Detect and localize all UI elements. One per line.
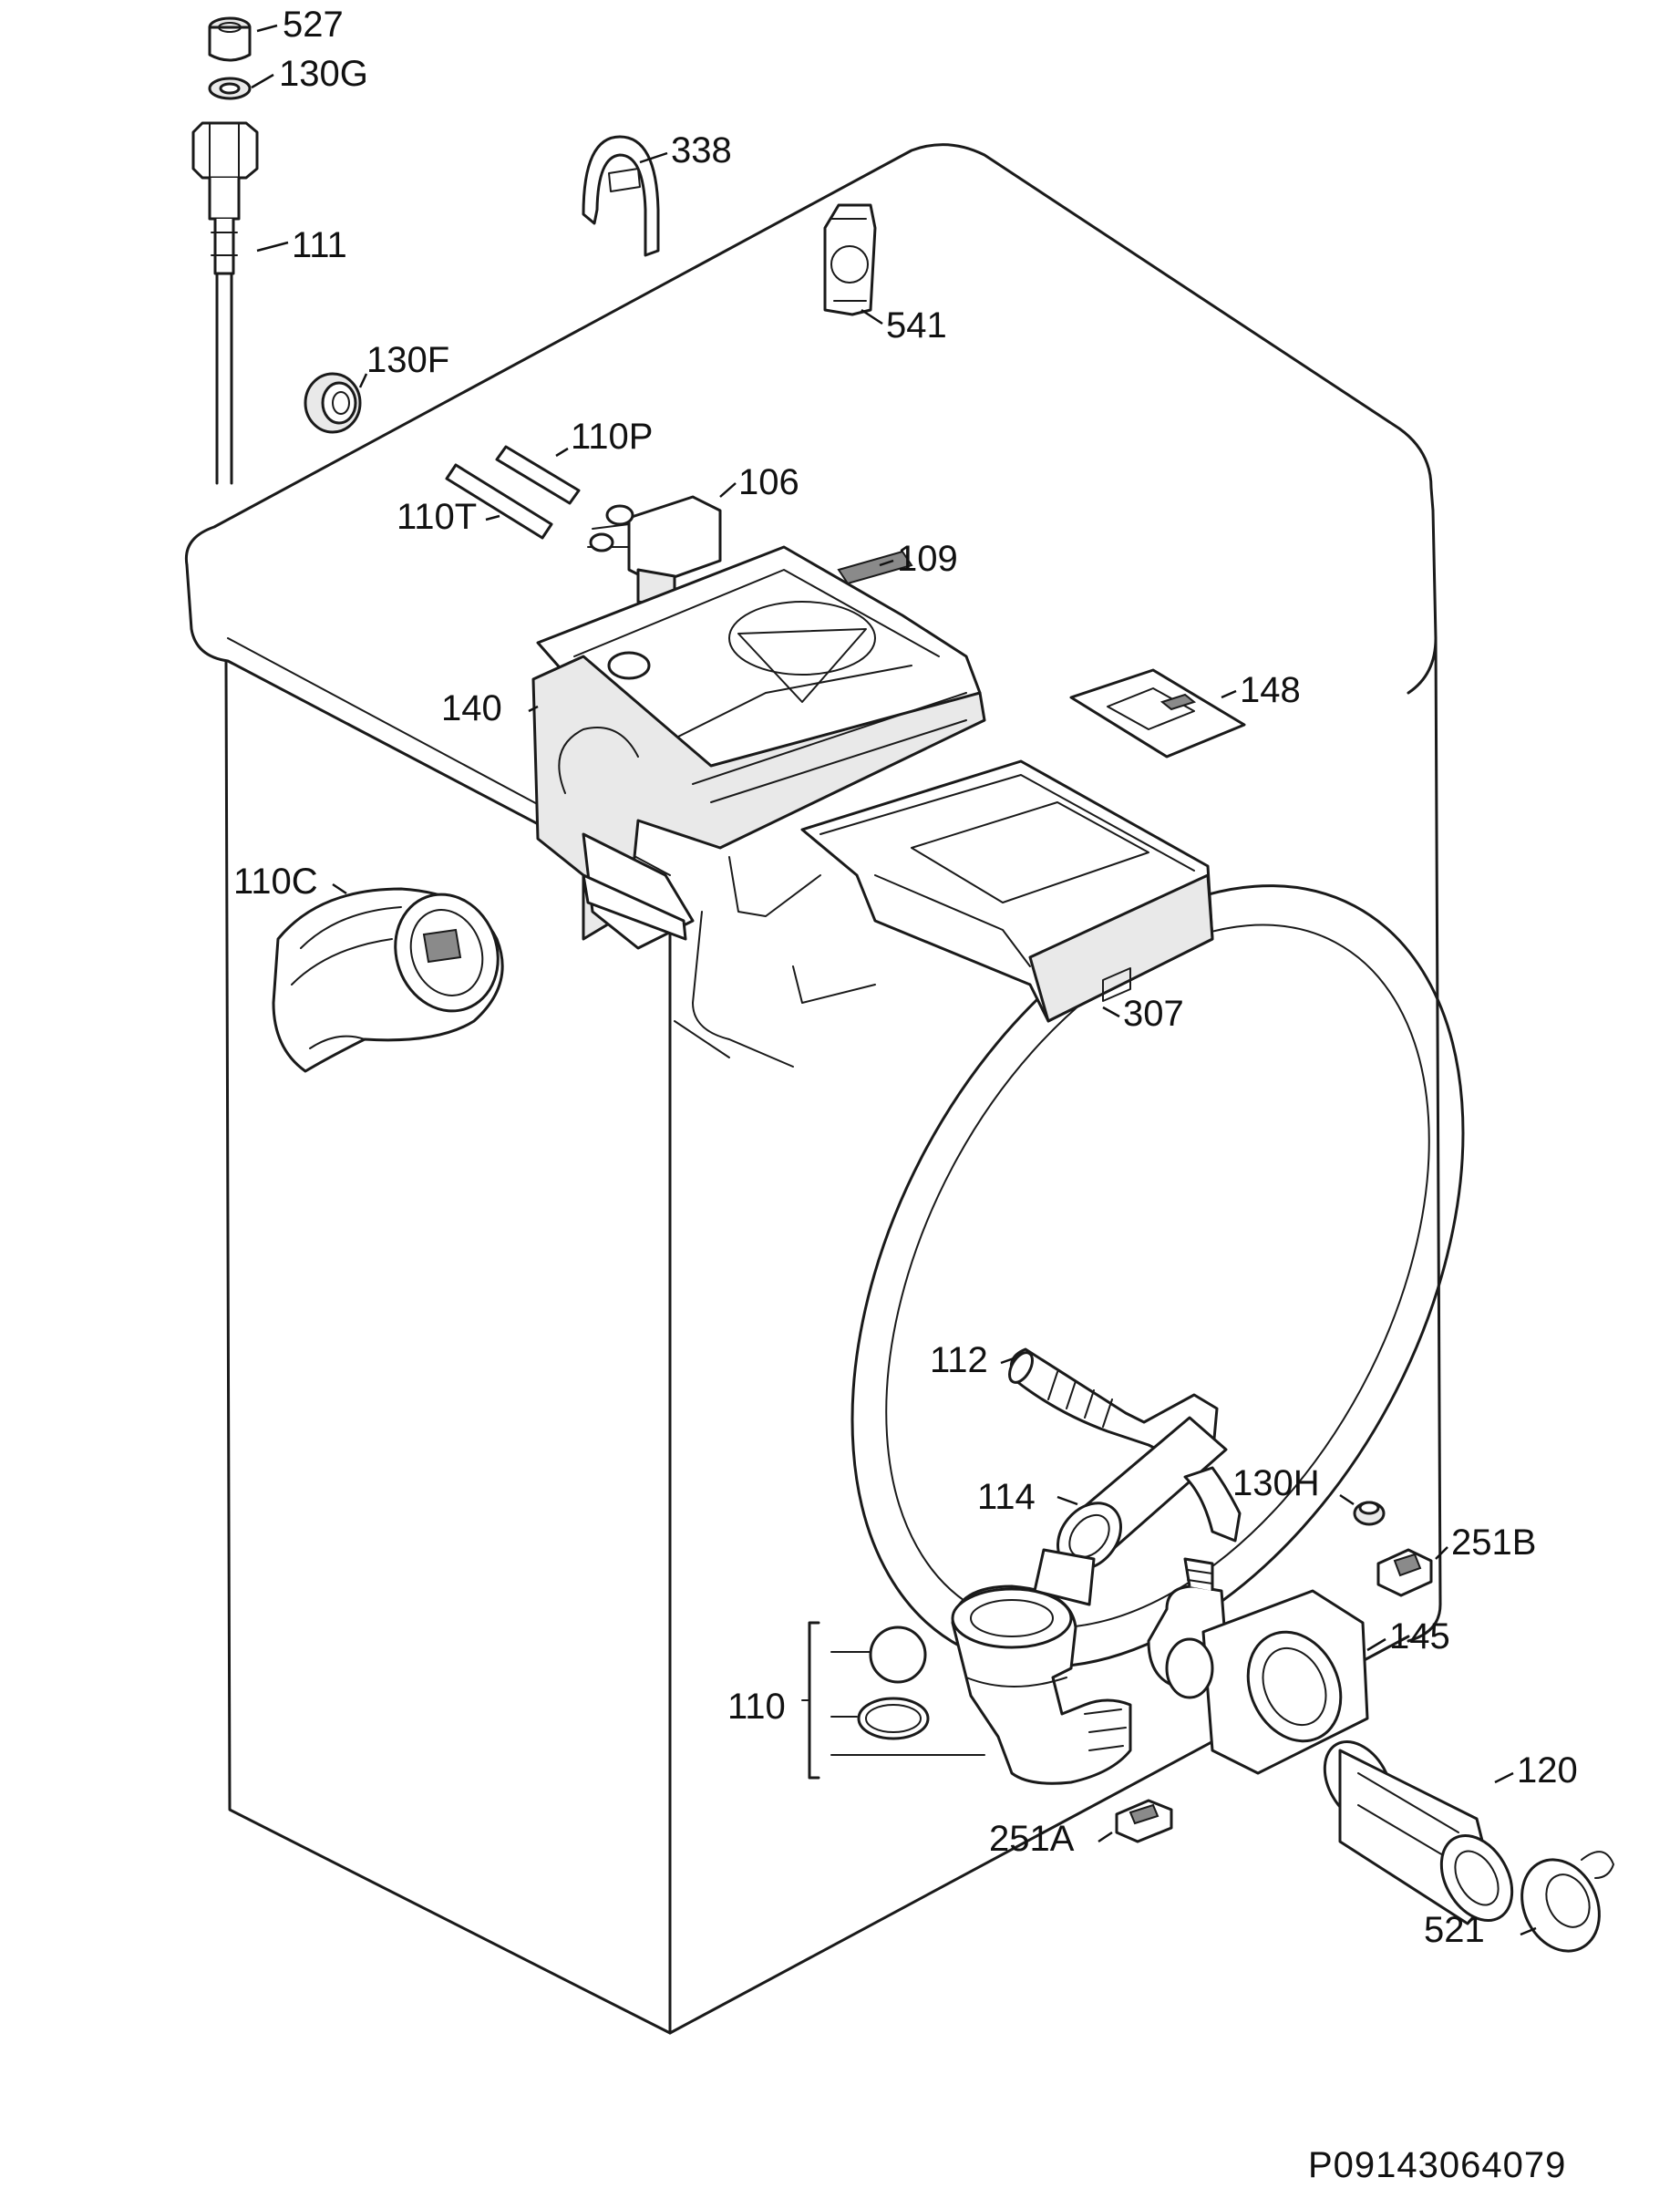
document-code: P09143064079 — [1308, 2145, 1566, 2185]
part-145-pump-housing — [1147, 1557, 1369, 1775]
cabinet-body — [184, 143, 1465, 2035]
label-110t: 110T — [397, 497, 477, 537]
part-120-filter — [1323, 1739, 1514, 1925]
label-114: 114 — [977, 1477, 1036, 1517]
part-527-nut — [208, 16, 252, 62]
label-307: 307 — [1123, 994, 1184, 1034]
label-130h: 130H — [1232, 1463, 1320, 1503]
label-110p: 110P — [571, 417, 653, 457]
label-251b: 251B — [1451, 1522, 1536, 1563]
label-111: 111 — [292, 225, 347, 265]
label-140: 140 — [441, 688, 502, 728]
part-307-drawer — [800, 759, 1214, 1023]
label-112: 112 — [930, 1340, 988, 1380]
part-251b-clip — [1376, 1548, 1433, 1597]
label-106: 106 — [738, 462, 799, 502]
part-110p-tube — [495, 445, 581, 505]
label-148: 148 — [1240, 670, 1301, 710]
label-251a: 251A — [989, 1819, 1075, 1859]
label-527: 527 — [283, 5, 344, 45]
part-130f-nut — [304, 372, 362, 434]
label-130f: 130F — [366, 340, 449, 380]
label-110: 110 — [727, 1687, 786, 1727]
part-130g-washer — [208, 77, 252, 100]
label-338: 338 — [671, 130, 732, 170]
part-110t-tube — [445, 463, 553, 540]
part-521-cap — [1520, 1851, 1614, 1953]
part-251a-clip — [1115, 1799, 1173, 1843]
part-148-cover — [1069, 668, 1246, 759]
part-110c-gasket — [272, 887, 504, 1073]
label-521: 521 — [1424, 1910, 1485, 1950]
part-110-sump — [801, 1548, 1132, 1785]
part-114-pipe — [1056, 1416, 1242, 1571]
leader-lines — [251, 24, 1537, 1936]
part-140-dispenser-housing — [531, 651, 986, 950]
label-110c: 110C — [233, 862, 318, 902]
part-130h-nut — [1353, 1501, 1386, 1526]
label-130g: 130G — [279, 54, 368, 94]
label-109: 109 — [897, 539, 958, 579]
label-120: 120 — [1517, 1750, 1578, 1791]
part-541-clip — [823, 203, 877, 316]
part-111-inlet-hose — [191, 121, 259, 485]
part-338-bracket — [582, 135, 660, 257]
label-541: 541 — [886, 305, 947, 346]
label-145: 145 — [1389, 1616, 1450, 1656]
part-labels: 527 130G 111 338 541 130F 110P 106 110T … — [233, 5, 1578, 1950]
